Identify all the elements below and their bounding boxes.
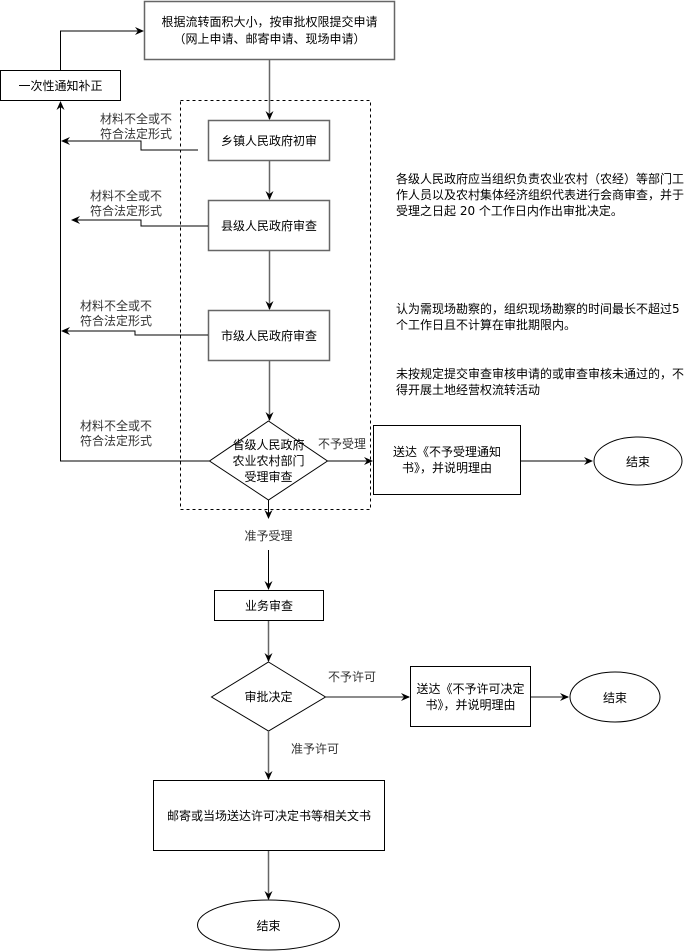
edges <box>56 27 593 900</box>
end-node-1[interactable]: 结束 <box>593 436 683 486</box>
deliver-documents-node[interactable]: 邮寄或当场送达许可决定书等相关文书 <box>153 780 385 851</box>
reject-notice-line2: 书》，并说明理由 <box>402 460 492 475</box>
deny-notice-line1: 送达《不予许可决定 <box>416 681 524 696</box>
deny-notice-line2: 书》，并说明理由 <box>425 697 515 712</box>
not-accepted-label: 不予受理 <box>318 437 366 451</box>
edge-province-to-notify <box>56 101 210 462</box>
reject-notice-node[interactable]: 送达《不予受理通知 书》，并说明理由 <box>373 425 521 495</box>
business-review-label: 业务审查 <box>245 598 293 613</box>
county-review-node[interactable]: 县级人民政府审查 <box>207 199 331 252</box>
province-review-line1: 省级人民政府 <box>232 437 304 452</box>
end-node-2[interactable]: 结束 <box>569 671 661 723</box>
province-review-line2: 农业农村部门 <box>232 453 304 468</box>
edge-township-reject <box>61 137 198 151</box>
end-label-3: 结束 <box>256 919 280 933</box>
approval-decision-label: 审批决定 <box>244 689 292 704</box>
end-label-2: 结束 <box>603 691 627 705</box>
county-reject-label-2: 符合法定形式 <box>90 203 162 218</box>
deliver-documents-label: 邮寄或当场送达许可决定书等相关文书 <box>167 808 371 823</box>
township-reject-label-1: 材料不全或不 <box>100 111 172 126</box>
city-review-label: 市级人民政府审查 <box>221 328 317 343</box>
county-review-label: 县级人民政府审查 <box>221 218 317 233</box>
submit-line2: （网上申请、邮寄申请、现场申请） <box>173 31 365 46</box>
review-note: 各级人民政府应当组织负责农业农村（农经）等部门工作人员以及农村集体经济组织代表进… <box>396 138 686 415</box>
township-reject-label-2: 符合法定形式 <box>100 126 172 141</box>
edge-labels: 材料不全或不 符合法定形式 材料不全或不 符合法定形式 材料不全或不 符合法定形… <box>80 111 376 756</box>
accepted-label: 准予受理 <box>244 529 292 543</box>
edge-city-reject <box>61 327 208 336</box>
approval-decision[interactable]: 审批决定 <box>210 661 327 732</box>
note-spacer <box>396 252 686 268</box>
review-note-para-3: 未按规定提交审查审核申请的或审查审核未通过的，不得开展土地经营权流转活动 <box>396 366 685 398</box>
not-permitted-label: 不予许可 <box>328 670 376 684</box>
notify-correction-node[interactable]: 一次性通知补正 <box>0 70 121 101</box>
end-label-1: 结束 <box>626 455 650 469</box>
edge-county-reject <box>71 216 208 227</box>
county-reject-label-1: 材料不全或不 <box>90 188 162 203</box>
permitted-label: 准予许可 <box>291 742 339 756</box>
end-node-3[interactable]: 结束 <box>197 899 340 951</box>
business-review-node[interactable]: 业务审查 <box>214 590 324 621</box>
review-note-para-2: 认为需现场勘察的，组织现场勘察的时间最长不超过5个工作日且不计算在审批期限内。 <box>396 301 680 332</box>
city-reject-label-2: 符合法定形式 <box>80 313 152 328</box>
city-review-node[interactable]: 市级人民政府审查 <box>207 309 331 362</box>
province-review-decision[interactable]: 省级人民政府 农业农村部门 受理审查 <box>208 420 329 501</box>
township-review-label: 乡镇人民政府初审 <box>221 133 317 148</box>
province-reject-label-2: 符合法定形式 <box>80 433 152 448</box>
submit-application-node[interactable]: 根据流转面积大小，按审批权限提交申请 （网上申请、邮寄申请、现场申请） <box>143 0 396 61</box>
province-review-line3: 受理审查 <box>244 469 292 484</box>
deny-notice-node[interactable]: 送达《不予许可决定 书》，并说明理由 <box>410 666 531 727</box>
township-review-node[interactable]: 乡镇人民政府初审 <box>207 119 331 162</box>
review-note-para-1: 各级人民政府应当组织负责农业农村（农经）等部门工作人员以及农村集体经济组织代表进… <box>396 171 685 219</box>
edge-notify-to-submit <box>60 27 144 70</box>
province-reject-label-1: 材料不全或不 <box>80 418 152 433</box>
notify-correction-label: 一次性通知补正 <box>18 79 102 93</box>
city-reject-label-1: 材料不全或不 <box>80 298 152 313</box>
submit-line1: 根据流转面积大小，按审批权限提交申请 <box>161 14 377 29</box>
reject-notice-line1: 送达《不予受理通知 <box>393 444 501 459</box>
